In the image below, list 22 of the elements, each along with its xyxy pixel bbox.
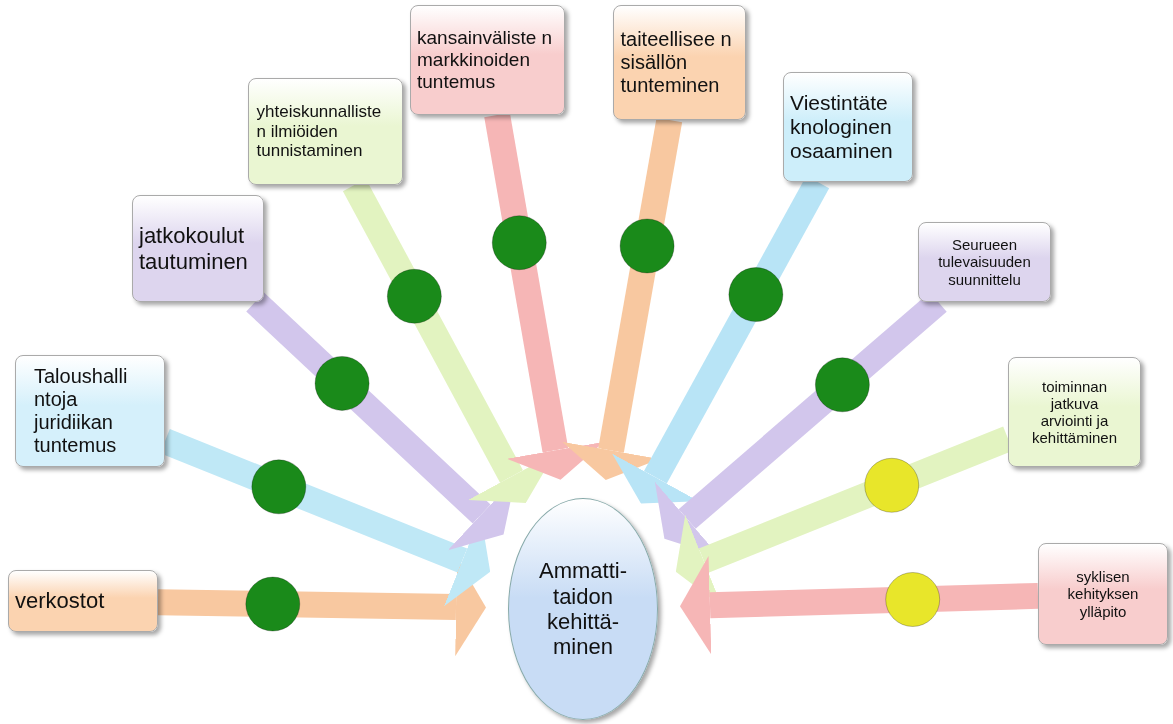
node-label: yhteiskunnalliste n ilmiöiden tunnistaminen [256, 102, 383, 161]
node-label: toiminnan jatkuva arviointi ja kehittäminen [1030, 377, 1119, 447]
topic-box [410, 5, 565, 115]
topic-box [15, 355, 165, 467]
arrow [680, 555, 1039, 655]
node-label: Viestintäte knologinen osaaminen [790, 90, 894, 164]
node-label: Taloushalli ntoja juridiikan tuntemus [34, 365, 129, 457]
node-label: jatkokoulut tautuminen [139, 223, 249, 274]
topic-box [1038, 543, 1168, 645]
topic-box [783, 72, 913, 182]
topic-box [918, 222, 1051, 302]
topic-box [8, 570, 158, 632]
node-label: taiteellisee n sisällön tunteminen [620, 28, 733, 97]
node-label: kansainväliste n markkinoiden tuntemus [417, 27, 554, 93]
node-label: verkostot [15, 588, 106, 614]
node-label: Ammatti- taidon kehittä- minen [538, 558, 628, 660]
topic-box [248, 78, 403, 185]
node-label: syklisen kehityksen ylläpito [1066, 568, 1140, 620]
topic-box [613, 5, 746, 120]
topic-box [1008, 357, 1141, 467]
topic-box [132, 195, 264, 302]
node-label: Seurueen tulevaisuuden suunnittelu [937, 236, 1032, 288]
